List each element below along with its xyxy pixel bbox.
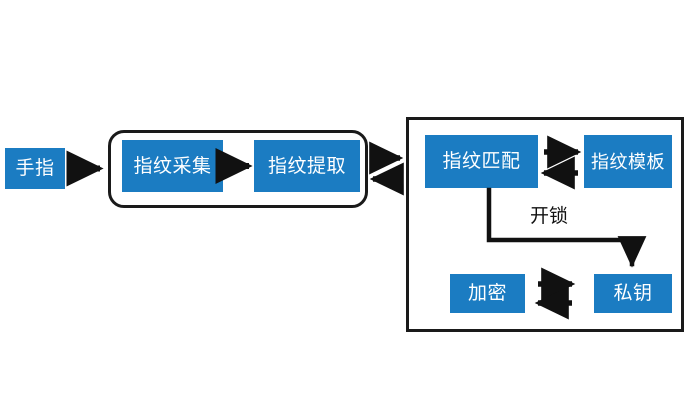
group-matching — [406, 117, 684, 332]
group-acquisition — [108, 130, 368, 208]
node-fingerprint-matching-label: 指纹匹配 — [442, 151, 521, 172]
node-finger-label: 手指 — [15, 158, 55, 179]
node-fingerprint-extraction-label: 指纹提取 — [267, 155, 346, 177]
node-private-key-label: 私钥 — [613, 283, 653, 304]
node-private-key[interactable]: 私钥 — [594, 274, 672, 313]
connector-group-to-matching — [369, 141, 404, 196]
node-fingerprint-capture[interactable]: 指纹采集 — [122, 140, 223, 192]
edge-label-unlock: 开锁 — [530, 207, 568, 226]
node-fingerprint-template[interactable]: 指纹模板 — [584, 135, 672, 188]
edge-label-unlock-text: 开锁 — [530, 206, 569, 227]
node-fingerprint-extraction[interactable]: 指纹提取 — [254, 140, 360, 192]
node-encryption-label: 加密 — [467, 283, 507, 304]
node-fingerprint-template-label: 指纹模板 — [591, 151, 665, 172]
node-encryption[interactable]: 加密 — [450, 274, 525, 313]
node-fingerprint-matching[interactable]: 指纹匹配 — [425, 135, 538, 188]
node-fingerprint-capture-label: 指纹采集 — [133, 155, 212, 177]
node-finger[interactable]: 手指 — [5, 148, 65, 189]
